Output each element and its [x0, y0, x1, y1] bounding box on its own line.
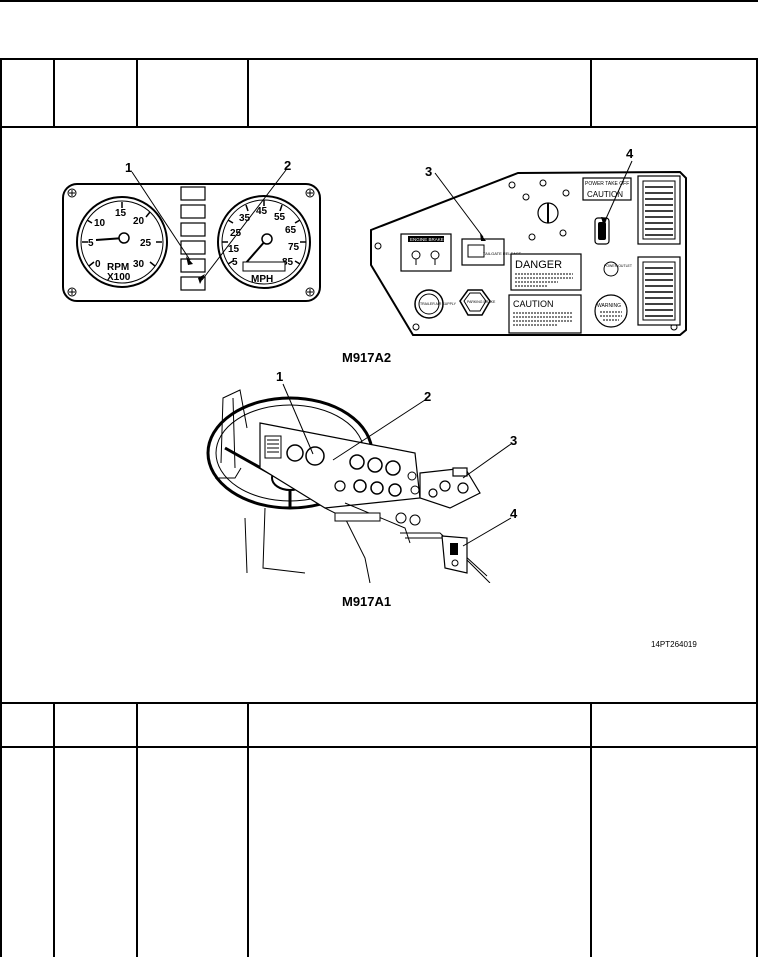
m917a2-caption: M917A2 [342, 350, 392, 365]
air-vent-lower [637, 256, 681, 326]
parking-brake-label: PARKING BRAKE [467, 300, 496, 304]
tach-tick-15: 15 [115, 208, 127, 219]
tachometer-gauge: 0 5 10 15 20 25 30 RPM X100 [76, 196, 168, 288]
figure-id: 14PT264019 [651, 640, 697, 649]
speed-label: MPH [251, 274, 273, 285]
caution-bottom-label: CAUTION [513, 299, 554, 309]
parking-brake-button: PARKING BRAKE [459, 289, 496, 316]
caution-top-label: CAUTION [587, 190, 623, 199]
col-divider-3-lower [247, 702, 249, 957]
col-divider-1 [53, 58, 55, 128]
col-divider-2 [136, 58, 138, 128]
odometer-window [242, 261, 286, 272]
trailer-air-supply-button: TRAILER AIR SUPPLY [414, 289, 457, 319]
header-bottom-rule [0, 126, 758, 128]
tach-tick-0: 0 [95, 259, 101, 270]
tailgate-release-label: TAILGATE RELEASE [483, 251, 522, 256]
callout-2-bottom: 2 [424, 389, 431, 404]
speed-tick-85: 85 [282, 257, 294, 268]
speed-tick-75: 75 [288, 242, 300, 253]
header-top-rule [0, 58, 758, 60]
callout-1-top: 1 [125, 160, 132, 175]
tach-scale: X100 [107, 272, 131, 283]
speed-tick-5: 5 [232, 257, 238, 268]
instrument-cluster-illustration: 0 5 10 15 20 25 30 RPM X100 5 15 25 35 4… [62, 160, 321, 302]
speedometer-gauge: 5 15 25 35 45 55 65 75 85 MPH [217, 195, 311, 289]
danger-label: DANGER [515, 259, 562, 271]
col-divider-1-lower [53, 702, 55, 957]
m917a1-caption: M917A1 [342, 594, 392, 609]
instrument-panel [259, 422, 421, 509]
col-divider-4-lower [590, 702, 592, 957]
callout-1-bottom: 1 [276, 369, 283, 384]
speed-tick-55: 55 [274, 212, 286, 223]
subheader-bottom-rule [0, 746, 758, 748]
engine-brake-label: ENGINE BRAKE [410, 237, 444, 242]
tach-tick-25: 25 [140, 238, 152, 249]
caution-decal: CAUTION [508, 294, 582, 334]
tach-tick-10: 10 [94, 218, 106, 229]
pto-switch-lower [441, 535, 468, 574]
indicator-light-column [180, 186, 206, 291]
top-rule [0, 0, 758, 2]
tailgate-release-switch: TAILGATE RELEASE [461, 238, 522, 266]
callout-2-top: 2 [284, 160, 291, 173]
col-divider-2-lower [136, 702, 138, 957]
trailer-air-supply-label: TRAILER AIR SUPPLY [420, 302, 457, 306]
figure-bottom-rule [0, 702, 758, 704]
mounting-screw-icon [67, 188, 315, 297]
speed-tick-15: 15 [228, 244, 240, 255]
ignition-switch [522, 179, 570, 241]
engine-brake-switch-group: ENGINE BRAKE [400, 233, 452, 272]
warning-label: WARNING [597, 303, 621, 309]
speed-tick-25: 25 [230, 228, 242, 239]
callout-3-top: 3 [425, 164, 432, 179]
danger-decal: DANGER [510, 253, 582, 291]
pto-label: POWER TAKE OFF [585, 181, 629, 187]
tach-label: RPM [107, 262, 129, 273]
tach-tick-5: 5 [88, 238, 94, 249]
callout-3-bottom: 3 [510, 433, 517, 448]
speed-tick-35: 35 [239, 213, 251, 224]
tach-tick-30: 30 [133, 259, 145, 270]
dashboard-perspective-illustration: 1 2 3 4 [206, 369, 518, 583]
speed-tick-45: 45 [256, 206, 268, 217]
callout-4-top: 4 [626, 146, 634, 161]
power-take-off-switch: POWER TAKE OFF CAUTION [582, 177, 632, 245]
warning-decal: WARNING [594, 294, 628, 328]
air-vent-upper [637, 175, 681, 245]
col-divider-4 [590, 58, 592, 128]
lower-console [324, 502, 491, 583]
callout-4-bottom: 4 [510, 506, 518, 521]
power-outlet-label: POWER OUTLET [604, 264, 633, 268]
switch-panel-illustration: ENGINE BRAKE TAILGATE RELEASE POWER TAKE… [370, 146, 687, 336]
right-switch-cluster [419, 467, 481, 509]
col-divider-3 [247, 58, 249, 128]
speed-tick-65: 65 [285, 225, 297, 236]
left-border [0, 58, 2, 957]
right-border [756, 58, 758, 957]
tach-tick-20: 20 [133, 216, 145, 227]
power-outlet-icon: POWER OUTLET [603, 261, 633, 277]
